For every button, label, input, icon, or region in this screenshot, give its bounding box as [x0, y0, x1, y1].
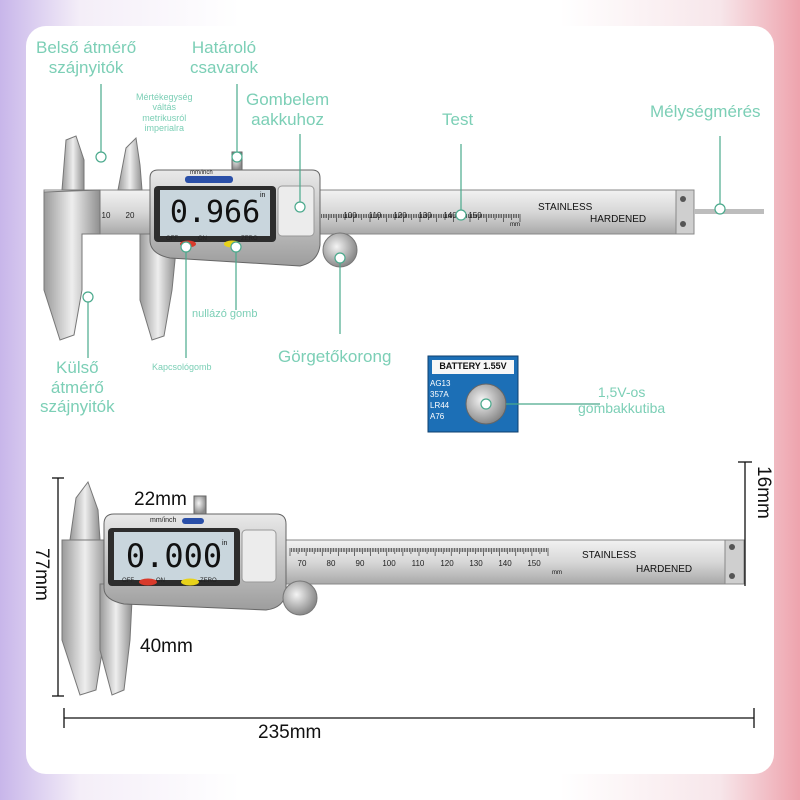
scale-bottom-tick-label: 80 [327, 559, 336, 568]
marker-icon [480, 398, 492, 410]
on-label-bottom: ON [156, 578, 165, 584]
scale-bottom-tick-label: 70 [298, 559, 307, 568]
marker-icon [95, 151, 107, 163]
dimension-length: 235mm [258, 722, 322, 743]
battery-label: BATTERY 1.55V [439, 361, 507, 371]
scale-bottom-tick-label: 90 [356, 559, 365, 568]
dimension-lines [52, 461, 755, 728]
unit-button-top[interactable] [185, 176, 233, 183]
scale-top-tick-label: 120 [393, 211, 407, 220]
label-unit-switch: Mértékegység váltás metrikusról imperial… [136, 92, 193, 134]
lcd-unit-bottom: in [222, 540, 228, 547]
locking-screw-bottom[interactable] [193, 495, 207, 515]
lcd-reading-top: 0.966 [169, 195, 261, 230]
lcd-reading-bottom: 0.000 [125, 537, 223, 575]
on-off-button-bottom[interactable] [139, 578, 157, 586]
fixed-inner-jaw [61, 135, 85, 191]
scale-top-tick-label: 150 [468, 211, 482, 220]
battery-code: A76 [430, 412, 445, 421]
zero-button-bottom[interactable] [181, 578, 199, 586]
dimension-beam: 16mm [753, 466, 774, 519]
marker-icon [180, 241, 192, 253]
scale-ticks-top: 10011012013014015001020 [80, 211, 521, 222]
label-body: Test [442, 110, 474, 129]
scale-top-tick-label: 110 [369, 211, 382, 220]
fixed-outer-jaw [43, 189, 101, 341]
unit-button-label-bottom: mm/inch [150, 517, 177, 524]
label-battery-cell: 1,5V-os gombakkutiba [578, 384, 666, 417]
scale-ticks-bottom: 70 80 90 100 110 120 130 140 150 [289, 548, 549, 568]
dimension-jaw: 40mm [140, 636, 193, 657]
beam-end-cap-bottom [724, 539, 745, 585]
unit-button-label-top: mm/inch [190, 170, 213, 176]
scale-unit-bottom: mm [552, 570, 562, 576]
scale-bottom-tick-label: 140 [498, 559, 512, 568]
battery-package-header [432, 360, 514, 374]
battery-code: 357A [430, 390, 449, 399]
marker-icon [82, 291, 94, 303]
off-label-top: OFF [166, 236, 178, 242]
product-card [26, 26, 774, 774]
beam-screw-icon [729, 573, 735, 579]
dimension-height: 77mm [31, 548, 52, 601]
zero-label-bottom: ZERO [200, 578, 217, 584]
label-inner-jaws: Belső átmérő szájnyitók [36, 38, 137, 77]
label-battery-slot: Gombelem aakkuhoz [246, 90, 330, 129]
unit-button-bottom[interactable] [182, 518, 204, 524]
zero-label-top: ZERO [241, 236, 258, 242]
sliding-inner-jaw [117, 136, 143, 191]
marker-icon [334, 252, 346, 264]
lcd-bottom [114, 532, 234, 580]
dimension-knob: 22mm [134, 489, 187, 510]
battery-cover-bottom [241, 529, 277, 583]
label-thumb-wheel: Görgetőkorong [278, 347, 392, 366]
label-depth: Mélységmérés [650, 102, 761, 121]
scale-top-left-tick-label: 10 [102, 211, 111, 220]
marker-icon [714, 203, 726, 215]
thumb-wheel-bottom[interactable] [282, 580, 318, 616]
marker-icon [294, 201, 306, 213]
beam-end-cap [675, 189, 695, 235]
callout-markers [82, 151, 726, 410]
beam-text-hardened-bottom: HARDENED [636, 564, 693, 575]
scale-unit-top: mm [510, 222, 520, 228]
scale-bottom-tick-label: 150 [527, 559, 541, 568]
beam-text-hardened-top: HARDENED [590, 214, 647, 225]
on-label-top: ON [198, 236, 207, 242]
marker-icon [455, 209, 467, 221]
label-zero-button: nullázó gomb [192, 308, 258, 320]
beam-screw-icon [680, 196, 686, 202]
marker-icon [231, 151, 243, 163]
scale-top-tick-label: 130 [418, 211, 432, 220]
fixed-inner-jaw-bottom [69, 480, 101, 541]
battery-cover-top [277, 185, 315, 237]
scale-top-tick-label: 100 [343, 211, 357, 220]
beam-screw-icon [680, 221, 686, 227]
scale-top-tick-label: 140 [443, 211, 457, 220]
beam-text-stainless-top: STAINLESS [538, 202, 593, 213]
lcd-top [160, 190, 270, 236]
depth-rod [694, 209, 764, 214]
scale-bottom-tick-label: 100 [382, 559, 396, 568]
lcd-unit-top: in [260, 192, 266, 199]
scale-bottom-tick-label: 120 [440, 559, 454, 568]
off-label-bottom: OFF [122, 578, 134, 584]
scale-top-left-tick-label: 20 [126, 211, 135, 220]
scale-bottom-tick-label: 130 [469, 559, 483, 568]
label-outer-jaws: Külső átmérő szájnyitók [40, 358, 115, 417]
marker-icon [230, 241, 242, 253]
label-locking-screws: Határoló csavarok [190, 38, 259, 77]
battery-code: AG13 [430, 379, 451, 388]
battery-code: LR44 [430, 401, 450, 410]
beam-screw-icon [729, 544, 735, 550]
label-power-button: Kapcsológomb [152, 362, 212, 372]
callout-lines [87, 84, 721, 405]
beam-text-stainless-bottom: STAINLESS [582, 550, 637, 561]
scale-bottom-tick-label: 110 [412, 559, 425, 568]
